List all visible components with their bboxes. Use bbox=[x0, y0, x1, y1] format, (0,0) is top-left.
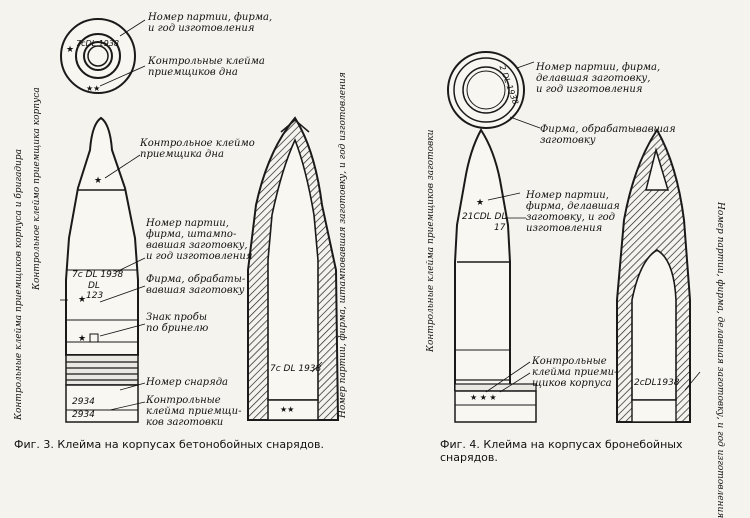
svg-text:★: ★ bbox=[66, 45, 74, 55]
svg-text:★ ★ ★: ★ ★ ★ bbox=[470, 393, 497, 402]
fig4-base-view bbox=[447, 51, 525, 129]
fig3-label-vertical-section: Номер партии, фирма, штамповавшая загото… bbox=[338, 72, 348, 418]
fig4-base-leaders bbox=[509, 61, 541, 129]
fig3-stamp-body-line2: DL bbox=[88, 281, 100, 291]
fig4-caption: Фиг. 4. Клейма на корпусах бронебойных с… bbox=[440, 438, 683, 464]
fig3-label-lot-firm-forge-year: Номер партии, фирма, штампо- вавшая заго… bbox=[146, 218, 253, 262]
fig3-stamp-number1: 2934 bbox=[72, 397, 95, 407]
fig3-stamp-body-line3: 123 bbox=[86, 291, 104, 301]
fig4-exterior-leaders bbox=[485, 192, 531, 393]
fig3-stamp-body-line1: 7c DL 1938 bbox=[72, 270, 124, 280]
fig3-caption: Фиг. 3. Клейма на корпусах бетонобойных … bbox=[14, 438, 325, 451]
drawing-canvas: ★ ★★ ★ ★ ★ ★★ bbox=[60, 18, 701, 423]
fig3-label-lot-maker-year: Номер партии, фирма, и год изготовления bbox=[148, 12, 273, 34]
fig4-stamp-body-line2: 17 bbox=[494, 223, 506, 233]
fig3-stamp-number2: 2934 bbox=[72, 410, 95, 420]
fig3-stamp-section: 7c DL 1938 bbox=[270, 364, 322, 374]
fig4-exterior-shell: ★ ★ ★ ★ bbox=[454, 128, 537, 423]
fig3-label-base-inspector-marks: Контрольные клейма приемщиков дна bbox=[148, 56, 265, 78]
fig3-base-view bbox=[60, 18, 136, 94]
fig4-label-machining-firm: Фирма, обрабатывавшая заготовку bbox=[540, 124, 676, 146]
fig3-exterior-leaders bbox=[60, 154, 146, 411]
fig3-label-base-inspector-mark: Контрольное клеймо приемщика дна bbox=[140, 138, 255, 160]
svg-text:★: ★ bbox=[78, 334, 86, 344]
fig4-section-view bbox=[616, 128, 691, 423]
fig3-section-leaders bbox=[311, 361, 323, 373]
fig3-stamp-base: 7cDL 1938 bbox=[76, 39, 120, 48]
svg-text:★★: ★★ bbox=[280, 405, 294, 414]
fig4-label-lot-maker-year: Номер партии, фирма, делавшая заготовку,… bbox=[536, 62, 661, 95]
fig4-stamp-section: 2cDL1938 bbox=[634, 378, 680, 388]
fig3-label-inspector-marks: Контрольные клейма приемщи- ков заготовк… bbox=[146, 395, 242, 428]
svg-text:★: ★ bbox=[94, 176, 102, 186]
fig3-label-brinell-mark: Знак пробы по бринелю bbox=[146, 312, 209, 334]
fig4-stamp-body-line1: 21CDL DL bbox=[462, 212, 507, 222]
fig3-label-vertical-left-bottom: Контрольные клейма приемщиков корпуса и … bbox=[14, 149, 24, 420]
fig3-label-machining-firm: Фирма, обрабаты- вавшая заготовку bbox=[146, 274, 246, 296]
fig3-exterior-shell: ★ ★ ★ bbox=[65, 116, 139, 423]
fig4-section-leaders bbox=[684, 371, 701, 391]
fig4-label-lot-forge-year: Номер партии, фирма, делавшая заготовку,… bbox=[526, 190, 620, 234]
svg-text:★★: ★★ bbox=[86, 84, 100, 93]
svg-text:★: ★ bbox=[476, 198, 484, 208]
fig3-section-view: ★★ bbox=[247, 116, 340, 421]
fig4-label-vertical-left: Контрольные клейма приемщиков заготовки bbox=[426, 129, 436, 352]
fig3-label-vertical-left-top: Контрольное клеймо приемщика корпуса bbox=[32, 87, 42, 290]
fig4-label-inspector-marks: Контрольные клейма приеми- щиков корпуса bbox=[532, 356, 618, 389]
fig3-label-shell-number: Номер снаряда bbox=[146, 377, 229, 388]
fig3-base-leaders bbox=[99, 19, 146, 87]
figure-page: ★ ★★ ★ ★ ★ ★★ bbox=[14, 12, 725, 518]
fig3-base-star-marks: ★ ★★ bbox=[66, 45, 100, 93]
fig4-label-vertical-right: Номер партии, фирма, делавшая заготовку,… bbox=[715, 202, 725, 518]
svg-text:★: ★ bbox=[78, 295, 86, 305]
